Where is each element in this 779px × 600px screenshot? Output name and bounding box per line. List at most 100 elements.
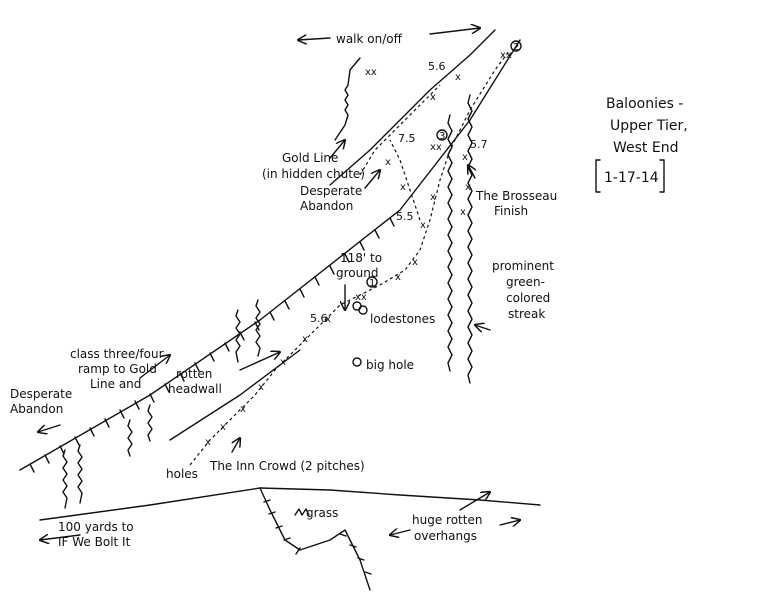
- svg-text:xx: xx: [500, 50, 512, 61]
- svg-text:x: x: [420, 220, 426, 231]
- overhang-outline: [259, 487, 371, 591]
- label-green-1: prominent: [492, 259, 554, 273]
- gold-line-chute-top: [349, 57, 361, 71]
- ramp-arrow: [139, 355, 170, 379]
- route-inn-crowd: [189, 49, 511, 466]
- date-bracket-right: [659, 159, 665, 193]
- svg-text:x: x: [302, 334, 308, 345]
- label-big-hole: big hole: [366, 358, 414, 372]
- label-yards-2: IF We Bolt It: [58, 535, 131, 549]
- label-gold-line-2: (in hidden chute): [262, 167, 365, 181]
- svg-text:x: x: [430, 192, 436, 203]
- route-desperate-abandon: [389, 139, 421, 221]
- grade-5-5: 5.5: [396, 210, 414, 223]
- label-inn-crowd: The Inn Crowd (2 pitches): [209, 459, 365, 473]
- title-line-2: Upper Tier,: [610, 118, 688, 134]
- grade-5-6-top: 5.6: [428, 60, 446, 73]
- svg-text:xx: xx: [355, 292, 367, 303]
- svg-text:x: x: [385, 157, 391, 168]
- svg-text:x: x: [400, 182, 406, 193]
- right-streak-lines: [447, 94, 473, 384]
- title-line-1: Baloonies -: [606, 96, 683, 112]
- label-ramp-5: Abandon: [10, 402, 63, 416]
- grade-7-5: 7.5: [398, 132, 416, 145]
- grade-5-7: 5.7: [470, 138, 488, 151]
- descent-arrow-left: [38, 424, 61, 432]
- svg-text:xx: xx: [365, 67, 377, 78]
- belay-1-label: 1: [369, 278, 375, 289]
- label-gold-line-1: Gold Line: [282, 151, 338, 165]
- label-green-3: colored: [506, 291, 550, 305]
- green-streak-arrow: [475, 325, 491, 330]
- label-ground-1: 118' to: [340, 251, 382, 265]
- inn-crowd-arrow: [231, 438, 240, 453]
- svg-text:x: x: [205, 437, 211, 448]
- overhang-arrow-right: [499, 520, 520, 525]
- grade-5-6-lower: 5.6: [310, 312, 328, 325]
- label-overhangs-2: overhangs: [414, 529, 477, 543]
- label-overhangs-1: huge rotten: [412, 513, 482, 527]
- label-ground-2: ground: [336, 266, 378, 280]
- overhang-arrow-left: [390, 530, 411, 535]
- walk-arrow-left: [298, 38, 331, 40]
- label-green-2: green-: [506, 275, 545, 289]
- label-brosseau-1: The Brosseau: [475, 189, 557, 203]
- walk-arrow-right: [429, 28, 480, 35]
- rotten-headwall-arrow: [239, 352, 280, 371]
- label-ramp-2: ramp to Gold: [78, 362, 157, 376]
- overhang-ledge: [259, 487, 541, 506]
- date-bracket-left: [595, 159, 601, 193]
- svg-text:x: x: [460, 207, 466, 218]
- svg-text:x: x: [465, 182, 471, 193]
- svg-text:x: x: [462, 152, 468, 163]
- label-desperate-2: Abandon: [300, 199, 353, 213]
- grass-mark: [294, 508, 310, 516]
- belay-2: 2: [510, 40, 522, 53]
- svg-text:x: x: [258, 382, 264, 393]
- svg-text:xx: xx: [430, 142, 442, 153]
- belay-2-label: 2: [513, 42, 519, 53]
- left-crack-lines: [62, 299, 261, 509]
- belay-3-label: 3: [439, 131, 445, 142]
- label-brosseau-2: Finish: [494, 204, 528, 218]
- svg-text:x: x: [220, 422, 226, 433]
- title-line-3: West End: [613, 140, 678, 156]
- upper-ridge: [329, 29, 496, 186]
- label-rotten-1: rotten: [176, 367, 212, 381]
- svg-text:x: x: [395, 272, 401, 283]
- belay-1: 1: [366, 276, 378, 289]
- label-desperate-1: Desperate: [300, 184, 362, 198]
- label-rotten-2: headwall: [168, 382, 222, 396]
- big-hole-circle: [352, 357, 362, 367]
- title-date: 1-17-14: [604, 170, 659, 186]
- label-lodestones: lodestones: [370, 312, 435, 326]
- lodestone-circle-2: [358, 305, 368, 315]
- label-yards-1: 100 yards to: [58, 520, 134, 534]
- desperate-arrow: [364, 170, 380, 189]
- svg-text:x: x: [455, 72, 461, 83]
- gold-line-arrow: [329, 140, 345, 159]
- svg-text:x: x: [280, 357, 286, 368]
- label-grass: grass: [306, 506, 338, 520]
- ground-line: [39, 487, 261, 521]
- label-green-4: streak: [508, 307, 545, 321]
- route-gold-line: [359, 84, 441, 176]
- overhang-hatching: [263, 499, 372, 575]
- svg-text:x: x: [325, 314, 331, 325]
- overhang-arrow-up: [459, 492, 490, 511]
- label-ramp-4: Desperate: [10, 387, 72, 401]
- label-holes: holes: [166, 467, 198, 481]
- label-walk-on-off: walk on/off: [336, 32, 403, 46]
- svg-text:x: x: [430, 92, 436, 103]
- label-ramp-3: Line and: [90, 377, 141, 391]
- label-ramp-1: class three/four: [70, 347, 164, 361]
- belay-3: 3: [436, 129, 448, 142]
- svg-text:x: x: [240, 404, 246, 415]
- yards-arrow: [40, 535, 81, 540]
- svg-text:x: x: [412, 257, 418, 268]
- cliff-edge-line: [19, 39, 521, 471]
- brosseau-arrow: [468, 165, 475, 179]
- bolt-marks: x x x x x x x xx x x x x xx x x x x x x …: [205, 50, 512, 448]
- gold-line-chute: [334, 69, 351, 141]
